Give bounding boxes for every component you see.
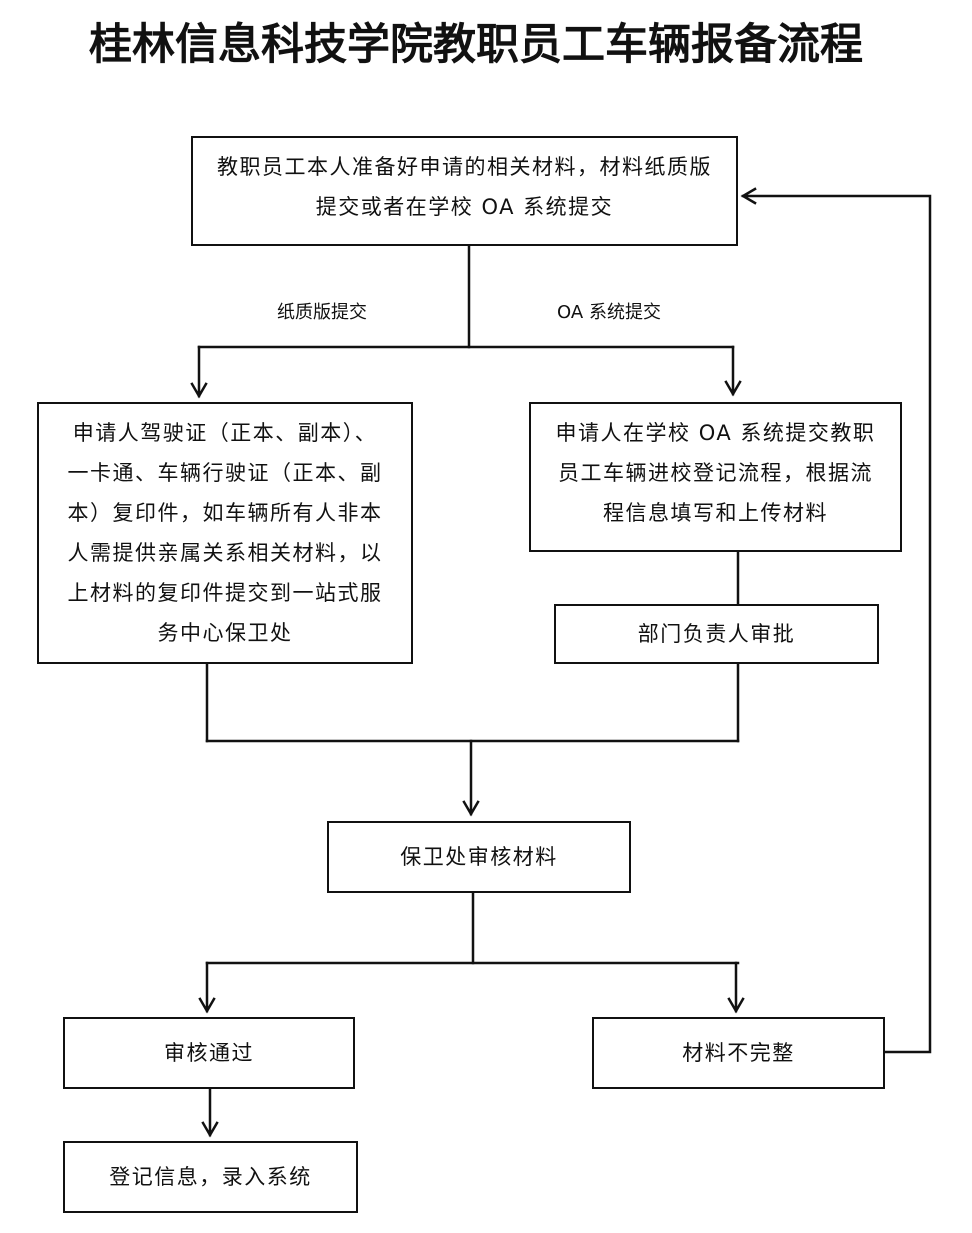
node-oa-submission: 申请人在学校 OA 系统提交教职 员工车辆进校登记流程，根据流 程信息填写和上传…: [529, 402, 902, 552]
node-review-passed: 审核通过: [63, 1017, 355, 1089]
node-text-line: 保卫处审核材料: [400, 845, 558, 869]
node-dept-approval: 部门负责人审批: [554, 604, 879, 664]
node-text-line: 一卡通、车辆行驶证（正本、副: [67, 461, 383, 485]
node-text-line: 申请人在学校 OA 系统提交教职: [555, 421, 876, 445]
node-prepare-materials: 教职员工本人准备好申请的相关材料，材料纸质版 提交或者在学校 OA 系统提交: [191, 136, 738, 246]
node-materials-incomplete: 材料不完整: [592, 1017, 885, 1089]
node-text-line: 程信息填写和上传材料: [603, 501, 828, 525]
arrow-loop-back: [740, 187, 932, 1054]
node-text-line: 部门负责人审批: [637, 622, 796, 646]
arrow-to-oa: [724, 345, 742, 397]
node-security-review: 保卫处审核材料: [327, 821, 631, 893]
node-text-line: 人需提供亲属关系相关材料，以: [67, 541, 383, 565]
arrow-to-register: [201, 1087, 219, 1138]
node-text-line: 申请人驾驶证（正本、副本）、: [72, 421, 378, 445]
node-text-line: 提交或者在学校 OA 系统提交: [315, 195, 614, 219]
node-register-info: 登记信息，录入系统: [63, 1141, 358, 1213]
page-title: 桂林信息科技学院教职员工车辆报备流程: [89, 20, 863, 70]
node-paper-submission: 申请人驾驶证（正本、副本）、 一卡通、车辆行驶证（正本、副 本）复印件，如车辆所…: [37, 402, 413, 664]
node-text-line: 教职员工本人准备好申请的相关材料，材料纸质版: [217, 155, 712, 179]
arrow-to-incomplete: [727, 961, 745, 1014]
edge-label-paper: 纸质版提交: [277, 302, 367, 323]
node-text-line: 员工车辆进校登记流程，根据流: [558, 461, 873, 485]
edge-label-oa: OA 系统提交: [557, 302, 661, 323]
arrow-to-pass: [198, 961, 216, 1014]
node-text-line: 本）复印件，如车辆所有人非本: [67, 501, 383, 525]
arrow-to-paper: [190, 345, 208, 399]
node-text-line: 材料不完整: [682, 1041, 795, 1065]
arrow-to-review: [462, 739, 480, 817]
node-text-line: 上材料的复印件提交到一站式服: [67, 581, 383, 605]
node-text-line: 审核通过: [164, 1041, 254, 1065]
node-text-line: 务中心保卫处: [157, 621, 293, 645]
node-text-line: 登记信息，录入系统: [109, 1165, 312, 1189]
